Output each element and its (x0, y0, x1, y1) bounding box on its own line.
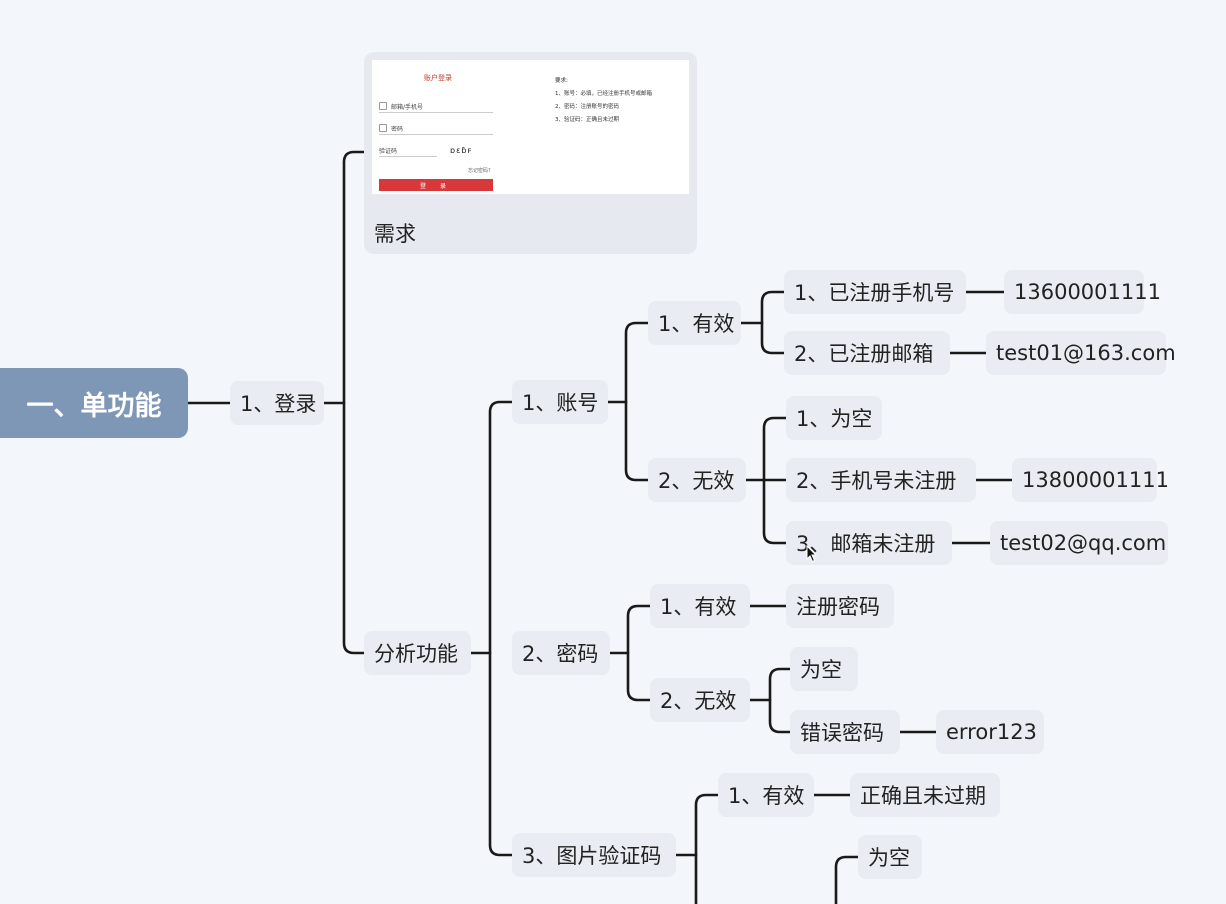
captcha-valid-node[interactable]: 1、有效 (718, 773, 814, 817)
captcha-invalid-item[interactable]: 为空 (858, 835, 922, 879)
password-valid-item[interactable]: 注册密码 (786, 584, 894, 628)
mini-login-button: 登 录 (379, 179, 493, 191)
account-valid-item[interactable]: 2、已注册邮箱 (784, 331, 950, 375)
account-valid-example[interactable]: 13600001111 (1004, 270, 1161, 314)
lock-icon (379, 124, 387, 132)
password-invalid-item[interactable]: 为空 (790, 647, 858, 691)
analysis-node[interactable]: 分析功能 (364, 631, 471, 675)
account-valid-example[interactable]: test01@163.com (986, 331, 1176, 375)
mini-password-field: 密码 (379, 122, 493, 135)
mouse-cursor-icon (806, 545, 818, 563)
mini-note: 2、密码：注册账号的密码 (555, 104, 620, 110)
requirement-title: 需求 (374, 222, 416, 246)
user-icon (379, 102, 387, 110)
mini-captcha-placeholder: 验证码 (379, 147, 398, 155)
mini-form-title: 账户登录 (424, 74, 452, 82)
account-node[interactable]: 1、账号 (512, 380, 608, 424)
mini-notes-title: 要求: (555, 78, 568, 84)
password-node[interactable]: 2、密码 (512, 631, 610, 675)
account-valid-item[interactable]: 1、已注册手机号 (784, 270, 966, 314)
account-invalid-example[interactable]: 13800001111 (1012, 458, 1169, 502)
account-invalid-node[interactable]: 2、无效 (648, 458, 746, 502)
password-invalid-node[interactable]: 2、无效 (650, 678, 750, 722)
mini-requirement-notes: 要求: 1、账号：必填，已经注册手机号或邮箱 2、密码：注册账号的密码 3、验证… (555, 75, 652, 127)
account-invalid-example[interactable]: test02@qq.com (990, 521, 1168, 565)
account-invalid-item[interactable]: 2、手机号未注册 (786, 458, 976, 502)
mini-note: 1、账号：必填，已经注册手机号或邮箱 (555, 91, 653, 97)
mini-captcha-image: ɒɛɓꜰ (450, 146, 473, 155)
captcha-valid-item[interactable]: 正确且未过期 (850, 773, 1000, 817)
password-invalid-item[interactable]: 错误密码 (790, 710, 900, 754)
captcha-node[interactable]: 3、图片验证码 (512, 833, 676, 877)
mini-note: 3、验证码：正确且未过期 (555, 117, 620, 123)
mini-captcha-field: 验证码 (379, 144, 437, 157)
account-valid-node[interactable]: 1、有效 (648, 301, 741, 345)
mini-account-field: 邮箱/手机号 (379, 100, 493, 113)
requirement-node[interactable]: 账户登录 邮箱/手机号 密码 验证码 ɒɛɓꜰ 忘记密码? 登 录 要求: 1、… (364, 52, 697, 254)
login-form-screenshot: 账户登录 邮箱/手机号 密码 验证码 ɒɛɓꜰ 忘记密码? 登 录 要求: 1、… (372, 60, 689, 194)
mini-password-placeholder: 密码 (391, 125, 404, 133)
password-invalid-example[interactable]: error123 (936, 710, 1044, 754)
account-invalid-item[interactable]: 1、为空 (786, 396, 882, 440)
login-node[interactable]: 1、登录 (230, 381, 324, 425)
password-valid-node[interactable]: 1、有效 (650, 584, 750, 628)
mini-forgot-link: 忘记密码? (468, 168, 491, 174)
root-node[interactable]: 一、单功能 (0, 368, 188, 438)
mini-account-placeholder: 邮箱/手机号 (391, 103, 424, 111)
